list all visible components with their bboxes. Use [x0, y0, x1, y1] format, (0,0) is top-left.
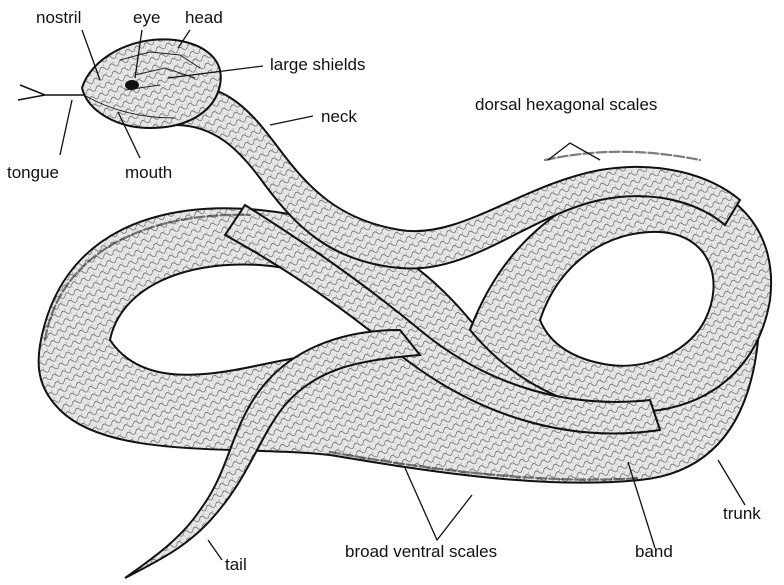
snake-head — [82, 39, 221, 128]
label-trunk: trunk — [723, 504, 761, 523]
ventral-strip-upper — [545, 152, 700, 160]
label-neck: neck — [321, 107, 357, 126]
label-tongue: tongue — [7, 163, 59, 182]
label-dorsal-hexagonal-scales: dorsal hexagonal scales — [475, 95, 657, 114]
snake-eye — [125, 80, 139, 90]
label-large-shields: large shields — [270, 55, 365, 74]
snake-drawing — [18, 39, 771, 578]
label-tail: tail — [225, 555, 247, 574]
label-mouth: mouth — [125, 163, 172, 182]
label-head: head — [185, 8, 223, 27]
label-broad-ventral-scales: broad ventral scales — [345, 542, 497, 561]
snake-tongue — [18, 85, 84, 100]
label-band: band — [635, 542, 673, 561]
label-eye: eye — [133, 8, 160, 27]
label-nostril: nostril — [36, 8, 81, 27]
